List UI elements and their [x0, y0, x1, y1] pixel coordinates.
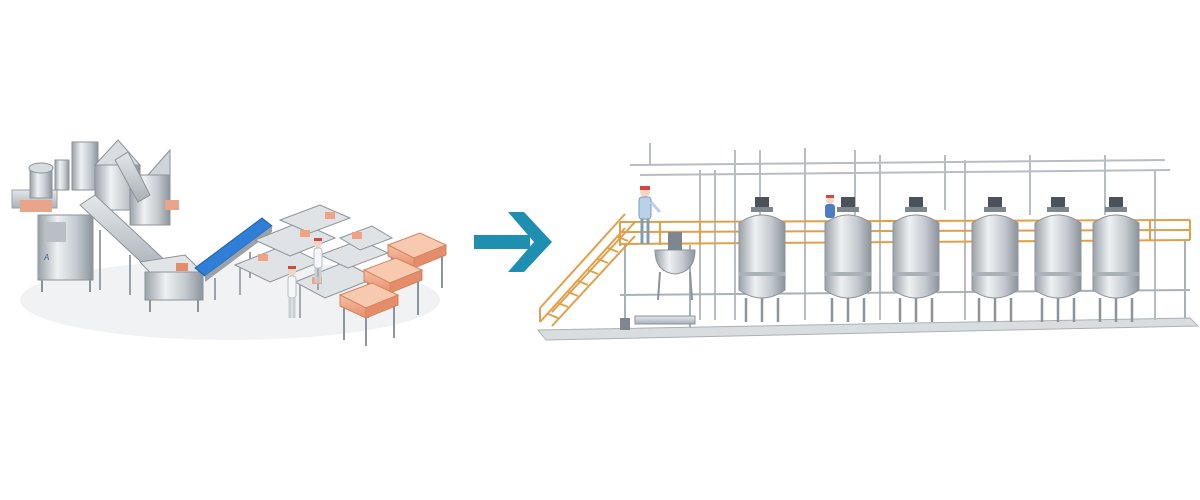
staircase [539, 213, 636, 327]
product-pallets [338, 232, 448, 346]
slicing-machine [138, 254, 207, 312]
workers [287, 238, 323, 318]
overhead-piping [629, 143, 1171, 320]
bottom-pump-pipe [634, 315, 696, 325]
food-processing-line: A [11, 139, 448, 346]
mixer-machine: A [37, 214, 94, 292]
tank-processing-plant [536, 143, 1200, 341]
tank [892, 197, 940, 322]
transition-arrow-icon [474, 212, 552, 272]
tank [1092, 197, 1140, 322]
tank [1034, 197, 1082, 322]
tank [738, 197, 786, 322]
platform-workers [638, 186, 835, 244]
jacketed-kettle [654, 232, 696, 301]
tank [824, 197, 872, 322]
tank [971, 197, 1019, 322]
packing-tables [233, 204, 394, 318]
storage-tanks [738, 197, 1140, 322]
grinder-machine [11, 141, 99, 212]
machine-logo: A [43, 253, 49, 262]
